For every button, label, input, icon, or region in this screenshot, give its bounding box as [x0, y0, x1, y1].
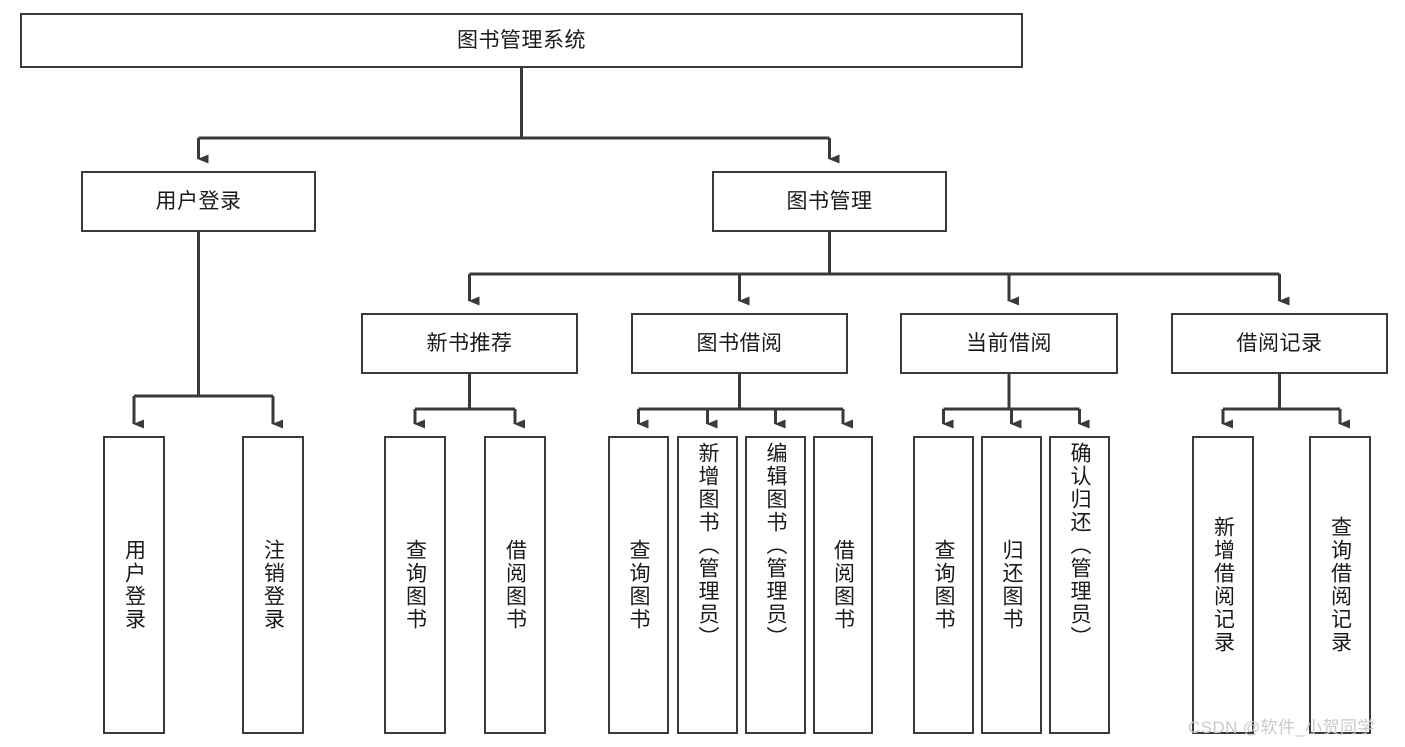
node-label: 查询借阅记录 [1328, 516, 1352, 654]
node-确认归还管理员[interactable]: 确认归还（管理员） [1049, 436, 1110, 734]
node-label: 图书管理 [786, 189, 873, 213]
node-label: 图书管理系统 [457, 28, 586, 52]
node-当前借阅[interactable]: 当前借阅 [900, 313, 1118, 374]
node-label: 编辑图书（管理员） [764, 442, 787, 649]
node-借阅图书[interactable]: 借阅图书 [484, 436, 546, 734]
node-查询借阅记录[interactable]: 查询借阅记录 [1309, 436, 1371, 734]
node-查询图书[interactable]: 查询图书 [384, 436, 446, 734]
node-label: 归还图书 [1000, 539, 1023, 631]
node-label: 用户登录 [122, 539, 146, 631]
node-图书管理[interactable]: 图书管理 [712, 171, 947, 232]
node-label: 查询图书 [932, 539, 955, 631]
node-注销登录[interactable]: 注销登录 [242, 436, 304, 734]
csdn-watermark: CSDN @软件_小贺同学 [1188, 718, 1375, 737]
node-label: 新书推荐 [426, 331, 513, 355]
node-用户登录[interactable]: 用户登录 [103, 436, 165, 734]
node-借阅图书[interactable]: 借阅图书 [813, 436, 873, 734]
node-label: 注销登录 [261, 539, 285, 631]
node-label: 当前借阅 [966, 331, 1052, 355]
node-label: 确认归还（管理员） [1068, 442, 1091, 649]
node-label: 查询图书 [627, 539, 650, 631]
node-编辑图书管理员[interactable]: 编辑图书（管理员） [745, 436, 806, 734]
node-归还图书[interactable]: 归还图书 [981, 436, 1042, 734]
node-label: 图书借阅 [696, 331, 783, 355]
node-label: 用户登录 [155, 189, 242, 213]
node-用户登录[interactable]: 用户登录 [81, 171, 316, 232]
node-图书借阅[interactable]: 图书借阅 [631, 313, 848, 374]
node-新增借阅记录[interactable]: 新增借阅记录 [1192, 436, 1254, 734]
node-label: 查询图书 [403, 539, 427, 631]
node-新书推荐[interactable]: 新书推荐 [361, 313, 578, 374]
node-图书管理系统[interactable]: 图书管理系统 [20, 13, 1023, 68]
node-查询图书[interactable]: 查询图书 [608, 436, 669, 734]
node-label: 借阅记录 [1236, 331, 1323, 355]
node-label: 借阅图书 [503, 539, 527, 631]
node-label: 新增图书（管理员） [696, 442, 719, 649]
node-查询图书[interactable]: 查询图书 [913, 436, 974, 734]
node-新增图书管理员[interactable]: 新增图书（管理员） [677, 436, 738, 734]
node-label: 新增借阅记录 [1211, 516, 1235, 654]
node-label: 借阅图书 [831, 539, 855, 631]
node-借阅记录[interactable]: 借阅记录 [1171, 313, 1388, 374]
